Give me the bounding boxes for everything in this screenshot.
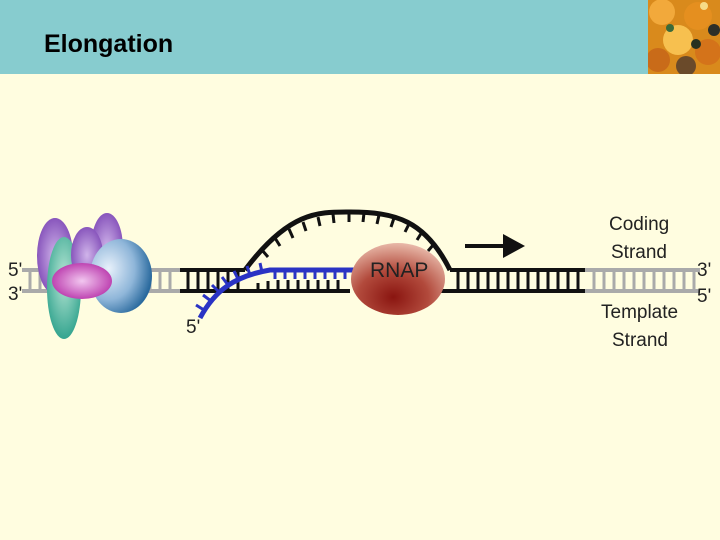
arrow-right-icon — [465, 234, 525, 258]
dna-double-strand-right — [440, 268, 585, 293]
protein-complex-cluster — [37, 213, 152, 339]
dna-outer-right — [585, 268, 700, 293]
coding-strand-label-line1: Coding — [609, 214, 669, 235]
slide-header: Elongation — [0, 0, 720, 74]
nascent-rna-strand — [195, 262, 355, 320]
coding-strand-bubble — [243, 209, 453, 272]
rnap-enzyme — [351, 243, 445, 315]
rna-end-label: 5' — [186, 317, 200, 338]
right-bottom-end-label: 5' — [697, 286, 711, 307]
dna-double-strand-left — [180, 268, 350, 293]
template-strand-bubble — [256, 280, 340, 291]
template-strand-label-line1: Template — [601, 302, 678, 323]
template-strand-label-line2: Strand — [612, 330, 668, 351]
left-bottom-end-label: 3' — [8, 284, 22, 305]
left-top-end-label: 5' — [8, 260, 22, 281]
slide-title: Elongation — [44, 30, 174, 58]
rnap-label: RNAP — [370, 259, 428, 282]
transcription-diagram: RNAP 5' 3' 3' 5' 5' Coding Strand Templa… — [8, 209, 711, 351]
right-top-end-label: 3' — [697, 260, 711, 281]
coding-strand-label-line2: Strand — [611, 242, 667, 263]
corner-photo-image — [648, 0, 720, 74]
